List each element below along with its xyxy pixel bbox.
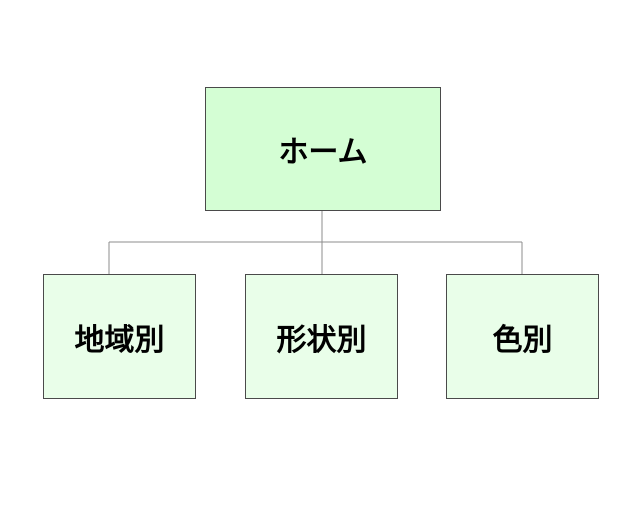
region-node-label: 地域別 — [74, 322, 165, 358]
region-node[interactable]: 地域別 — [43, 274, 196, 399]
shape-node[interactable]: 形状別 — [245, 274, 398, 399]
shape-node-label: 形状別 — [276, 322, 367, 358]
color-node-label: 色別 — [492, 322, 553, 358]
color-node[interactable]: 色別 — [446, 274, 599, 399]
home-node[interactable]: ホーム — [205, 87, 441, 211]
home-node-label: ホーム — [278, 135, 368, 170]
